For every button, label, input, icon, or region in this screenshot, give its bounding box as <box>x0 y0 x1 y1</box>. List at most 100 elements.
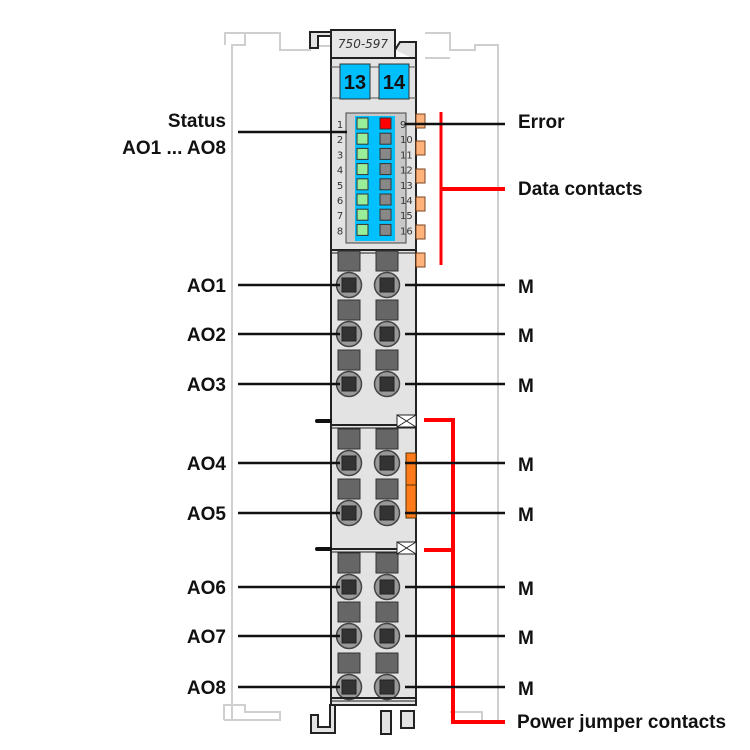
release-slot[interactable] <box>375 299 399 321</box>
output-label: AO3 <box>187 375 226 396</box>
release-slot[interactable] <box>375 552 399 574</box>
status-led <box>379 223 392 236</box>
status-led <box>379 178 392 191</box>
output-label: AO6 <box>187 578 226 599</box>
status-led <box>356 117 369 130</box>
output-label: AO8 <box>187 678 226 699</box>
release-slot[interactable] <box>337 552 361 574</box>
clamp-opening <box>341 505 357 521</box>
status-range-label: AO1 ... AO8 <box>122 138 226 159</box>
marker-13-label: 13 <box>344 72 366 94</box>
led-number: 7 <box>337 211 343 222</box>
release-slot[interactable] <box>337 428 361 450</box>
led-number: 12 <box>400 166 413 177</box>
led-number: 5 <box>337 181 343 192</box>
marker-13 <box>339 63 371 100</box>
part-number: 750-597 <box>338 37 389 51</box>
clamp-opening <box>341 628 357 644</box>
status-led <box>356 163 369 176</box>
release-slot[interactable] <box>337 299 361 321</box>
housing-bottom-feet <box>310 704 415 735</box>
clamp-opening <box>379 326 395 342</box>
led-number: 14 <box>400 196 413 207</box>
output-label: AO7 <box>187 627 226 648</box>
release-slot[interactable] <box>375 428 399 450</box>
clamp-opening <box>379 628 395 644</box>
output-label: AO2 <box>187 325 226 346</box>
clamp-opening <box>379 277 395 293</box>
marker-14 <box>378 63 410 100</box>
error-led <box>379 117 392 130</box>
ground-label: M <box>518 505 534 526</box>
marker-section: 13 14 <box>331 63 416 100</box>
release-slot[interactable] <box>337 601 361 623</box>
clamp-opening <box>341 579 357 595</box>
power-jumper-slot <box>396 414 417 428</box>
release-slot[interactable] <box>375 250 399 272</box>
release-slot[interactable] <box>375 478 399 500</box>
power-jumper-bracket <box>424 418 505 724</box>
power-jumper-slot <box>396 541 417 555</box>
data-contact <box>415 252 426 268</box>
ground-label: M <box>518 376 534 397</box>
led-number: 1 <box>337 120 343 131</box>
status-led <box>379 147 392 160</box>
clamp-opening <box>341 326 357 342</box>
ground-label: M <box>518 326 534 347</box>
data-contacts-label: Data contacts <box>518 179 643 200</box>
marker-14-label: 14 <box>383 72 406 94</box>
release-slot[interactable] <box>375 652 399 674</box>
output-label: AO4 <box>187 454 227 475</box>
neighbor-module-outline <box>223 32 499 721</box>
release-slot[interactable] <box>337 250 361 272</box>
data-contacts-bracket <box>439 112 505 265</box>
data-contact <box>415 224 426 240</box>
status-led <box>379 163 392 176</box>
release-slot[interactable] <box>337 478 361 500</box>
clamp-opening <box>379 679 395 695</box>
led-number: 3 <box>337 150 343 161</box>
clamp-opening <box>379 376 395 392</box>
power-jumper-contacts-label: Power jumper contacts <box>517 712 726 733</box>
release-slot[interactable] <box>375 601 399 623</box>
data-contacts <box>415 113 426 268</box>
clamp-opening <box>341 376 357 392</box>
led-number: 2 <box>337 135 343 146</box>
clamp-opening <box>341 679 357 695</box>
release-slot[interactable] <box>337 652 361 674</box>
led-number: 8 <box>337 226 343 237</box>
ground-label: M <box>518 679 534 700</box>
led-number: 6 <box>337 196 343 207</box>
led-number: 16 <box>400 226 413 237</box>
release-slot[interactable] <box>375 349 399 371</box>
status-led <box>379 193 392 206</box>
status-led <box>356 193 369 206</box>
clamp-opening <box>379 579 395 595</box>
release-slot[interactable] <box>337 349 361 371</box>
data-contact <box>415 196 426 212</box>
data-contact <box>415 140 426 156</box>
ground-label: M <box>518 277 534 298</box>
output-label: AO1 <box>187 276 227 297</box>
status-led <box>356 147 369 160</box>
clamp-opening <box>341 455 357 471</box>
led-number: 11 <box>400 150 413 161</box>
led-number: 9 <box>400 120 406 131</box>
status-label: Status <box>168 111 226 132</box>
ground-label: M <box>518 455 534 476</box>
housing-top: 750-597 <box>309 29 417 60</box>
power-jumper-bar <box>405 452 417 519</box>
ground-label: M <box>518 628 534 649</box>
clamp-opening <box>379 505 395 521</box>
status-led <box>379 208 392 221</box>
status-led <box>379 132 392 145</box>
status-led <box>356 223 369 236</box>
status-led <box>356 178 369 191</box>
data-contact <box>415 113 426 129</box>
left-nub <box>315 547 332 551</box>
left-nub <box>315 419 332 423</box>
output-label: AO5 <box>187 504 227 525</box>
